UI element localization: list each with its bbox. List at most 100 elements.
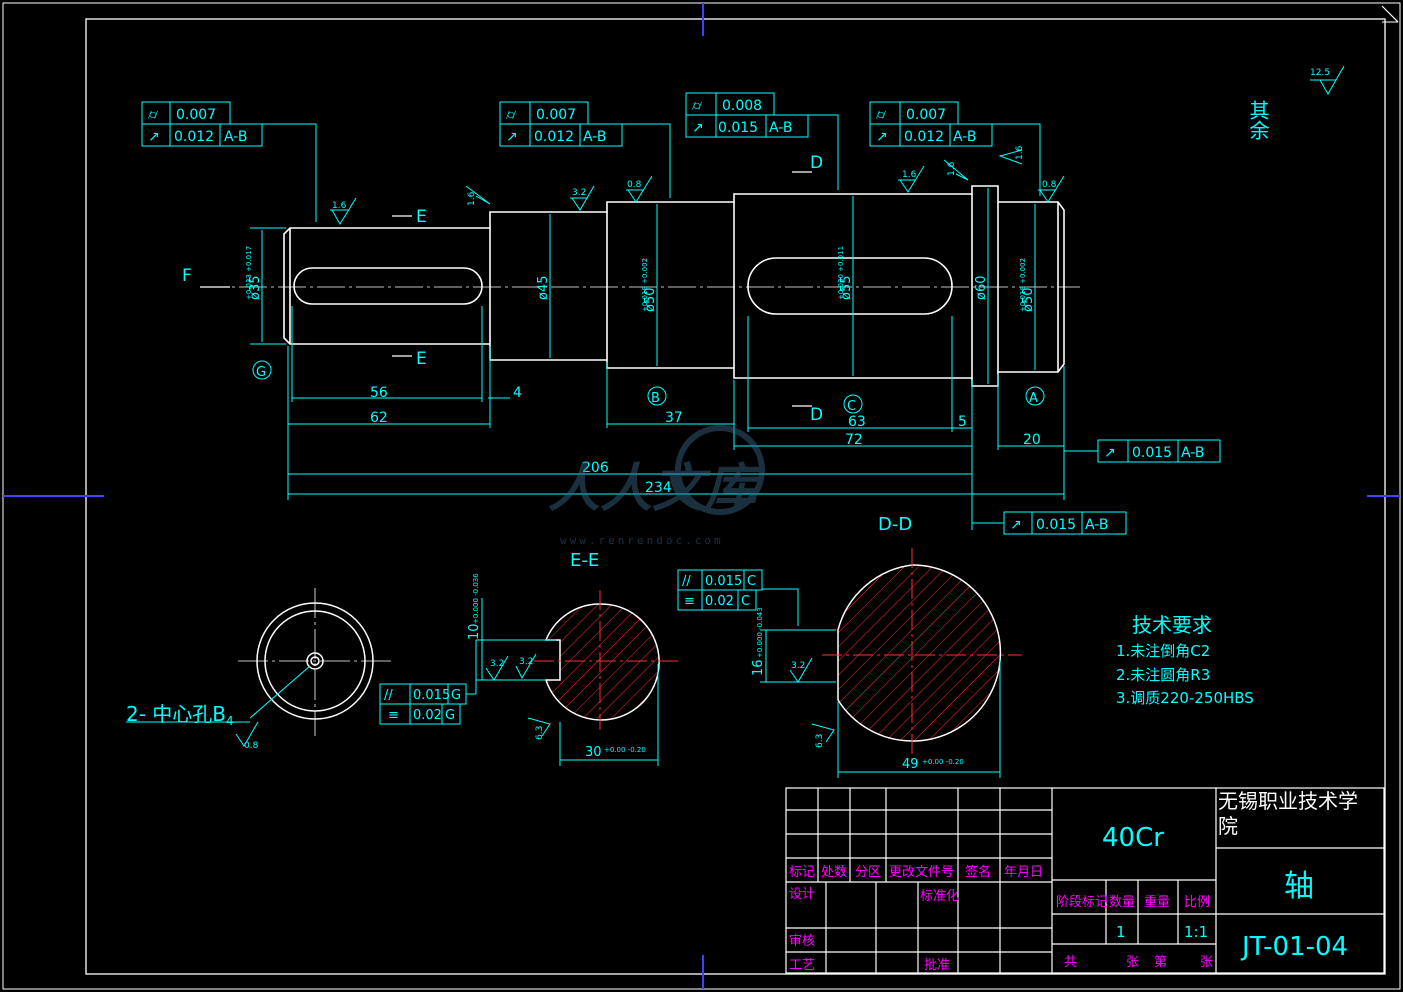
- stage-header-mark: 阶段标记: [1056, 895, 1108, 910]
- shaft-main-view: [283, 185, 1065, 387]
- fcf-right: [869, 101, 1041, 196]
- svg-text:⌭: ⌭: [692, 98, 702, 114]
- svg-text:+0.00 -0.20: +0.00 -0.20: [922, 758, 964, 766]
- svg-text:0.8: 0.8: [627, 180, 642, 190]
- svg-text:≡: ≡: [388, 708, 399, 723]
- svg-text:0.012: 0.012: [534, 129, 574, 145]
- svg-text:C: C: [741, 594, 750, 609]
- svg-text:⌭: ⌭: [876, 107, 886, 123]
- section-marks: [200, 171, 812, 407]
- dim-4: 4: [513, 385, 522, 401]
- part-name: 轴: [1284, 869, 1314, 904]
- svg-text:↗: ↗: [876, 129, 888, 145]
- view-dd-title: D-D: [878, 514, 912, 535]
- role-approve: 批准: [924, 958, 950, 973]
- stage-header-scale: 比例: [1184, 895, 1210, 910]
- section-d-top: D: [810, 153, 823, 173]
- svg-text:A-B: A-B: [1085, 517, 1108, 533]
- fcf-mid: [499, 101, 671, 198]
- dim-d55: ø55: [839, 276, 854, 301]
- center-hole-label: 2- 中心孔B4: [126, 702, 234, 728]
- technical-requirements: 技术要求 1.未注倒角C2 2.未注圆角R3 3.调质220-250HBS: [1116, 613, 1254, 707]
- svg-text://: //: [384, 688, 393, 703]
- dim-5: 5: [958, 414, 967, 430]
- watermark: 人人文库 www.renrendoc.com: [548, 425, 765, 547]
- section-ee-texts: 30 +0.00 -0.20 10 +0.000 -0.036 // 0.015…: [384, 573, 646, 760]
- svg-text:6.3: 6.3: [535, 726, 545, 740]
- dim-62: 62: [370, 410, 388, 426]
- stage-header-qty: 数量: [1109, 895, 1135, 910]
- svg-text:1.6: 1.6: [947, 161, 957, 176]
- dim-d55-tol: +0.030 +0.011: [837, 246, 845, 300]
- svg-text:A-B: A-B: [953, 129, 976, 145]
- svg-text:6.3: 6.3: [815, 734, 825, 748]
- svg-text:G: G: [445, 708, 455, 723]
- scale: 1:1: [1184, 923, 1208, 941]
- dim-d60: ø60: [974, 276, 989, 301]
- svg-text:A-B: A-B: [769, 120, 792, 136]
- sheet-total: 共: [1064, 955, 1077, 970]
- view-f: F: [182, 266, 192, 286]
- dim-234: 234: [645, 480, 672, 496]
- svg-text:B: B: [651, 391, 660, 406]
- svg-text:0.007: 0.007: [176, 107, 216, 123]
- svg-text:+0.000 -0.043: +0.000 -0.043: [756, 607, 764, 658]
- svg-text:3.2: 3.2: [519, 657, 533, 667]
- svg-text:0.007: 0.007: [906, 107, 946, 123]
- dim-63: 63: [848, 414, 866, 430]
- svg-text:G: G: [256, 365, 266, 380]
- svg-text:3.2: 3.2: [572, 188, 586, 198]
- watermark-url: www.renrendoc.com: [560, 534, 724, 547]
- section-e-bottom: E: [416, 349, 427, 369]
- fcf-right-texts: ⌭ 0.007 ↗ 0.012 A-B: [876, 107, 976, 145]
- rev-header-mark: 标记: [789, 865, 815, 880]
- roughness-symbols: [235, 65, 1345, 747]
- dim-d35-tol: +0.033 +0.017: [245, 246, 253, 300]
- tech-item-3: 3.调质220-250HBS: [1116, 689, 1254, 707]
- svg-text:0.008: 0.008: [722, 98, 762, 114]
- center-hole-leader: [249, 665, 311, 719]
- dim-d50a-tol: +0.018 +0.002: [641, 258, 649, 312]
- school-name: 无锡职业技术学 院: [1218, 789, 1364, 838]
- datum-c: C: [843, 394, 863, 414]
- svg-text:0.015: 0.015: [1132, 445, 1172, 461]
- svg-text:↗: ↗: [148, 129, 160, 145]
- dim-d50b-tol: +0.018 +0.002: [1019, 258, 1027, 312]
- section-d-bottom: D: [810, 405, 823, 425]
- rev-header-date: 年月日: [1004, 865, 1043, 880]
- title-block-texts: 标记 处数 分区 更改文件号 签名 年月日 设计 标准化 审核 工艺 批准 阶段…: [789, 789, 1364, 973]
- svg-text:↗: ↗: [1010, 517, 1022, 533]
- role-process: 工艺: [789, 958, 815, 973]
- rev-header-doc: 更改文件号: [889, 865, 954, 880]
- svg-text:0.007: 0.007: [536, 107, 576, 123]
- quantity: 1: [1116, 923, 1126, 941]
- svg-text:3.2: 3.2: [791, 661, 805, 671]
- section-letters: E E D D F: [182, 153, 823, 425]
- svg-text:↗: ↗: [692, 120, 704, 136]
- end-view-f: [238, 588, 392, 736]
- fcf-runout-2: [972, 511, 1127, 535]
- rev-header-zone: 分区: [855, 865, 881, 880]
- svg-text:A: A: [1029, 391, 1038, 406]
- svg-text:↗: ↗: [506, 129, 518, 145]
- fcf-runout-2-texts: ↗ 0.015 A-B: [1010, 517, 1108, 533]
- roughness-rest-label: 其余: [1246, 100, 1270, 140]
- fcf-mid-texts: ⌭ 0.007 ↗ 0.012 A-B: [506, 107, 606, 145]
- fcf-runout-1: [1064, 439, 1221, 463]
- datum-symbols: G B C A: [252, 360, 1045, 414]
- svg-text:16: 16: [751, 659, 766, 676]
- svg-text:C: C: [747, 574, 756, 589]
- rev-header-count: 处数: [821, 865, 847, 880]
- svg-text:10: 10: [467, 623, 482, 640]
- svg-text:0.02: 0.02: [705, 594, 734, 609]
- material: 40Cr: [1102, 823, 1164, 853]
- svg-text:1.6: 1.6: [467, 191, 477, 206]
- section-dd-texts: 49 +0.00 -0.20 16 +0.000 -0.043 // 0.015…: [682, 574, 964, 772]
- svg-text:⌭: ⌭: [506, 107, 516, 123]
- sheet-num: 第: [1154, 955, 1167, 970]
- dim-d35: ø35: [248, 276, 263, 301]
- dim-20: 20: [1023, 432, 1041, 448]
- svg-text:+0.00 -0.20: +0.00 -0.20: [604, 746, 646, 754]
- sheet-unit-2: 张: [1200, 955, 1213, 970]
